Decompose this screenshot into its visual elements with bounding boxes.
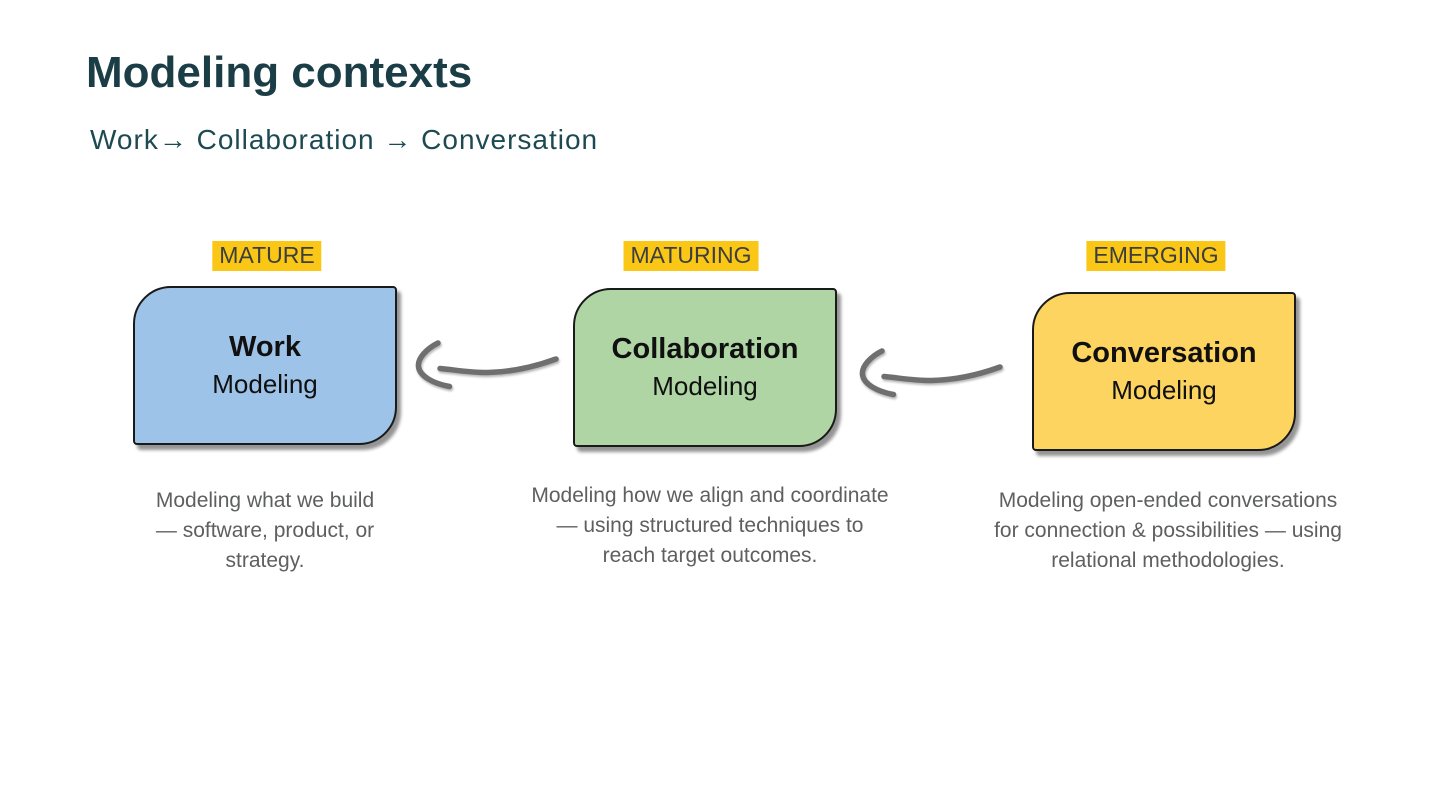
box-subtitle: Modeling <box>652 371 758 402</box>
collaboration-modeling-box: Collaboration Modeling <box>573 288 837 447</box>
maturity-label-emerging: EMERGING <box>1086 241 1226 271</box>
box-subtitle: Modeling <box>1111 375 1217 406</box>
maturity-label-maturing: MATURING <box>623 241 759 271</box>
subtitle-flow: Work→ Collaboration → Conversation <box>90 124 599 155</box>
curved-left-arrow-icon <box>412 339 567 394</box>
page-title: Modeling contexts <box>86 48 473 97</box>
collaboration-description: Modeling how we align and coordinate — u… <box>531 484 889 568</box>
box-title: Conversation <box>1071 337 1257 370</box>
work-modeling-box: Work Modeling <box>133 286 397 445</box>
curved-left-arrow-icon <box>856 347 1011 402</box>
box-title: Work <box>229 331 301 364</box>
work-description: Modeling what we build — software, produ… <box>155 489 375 573</box>
conversation-description: Modeling open-ended conversations for co… <box>994 489 1342 573</box>
conversation-modeling-box: Conversation Modeling <box>1032 292 1296 451</box>
box-subtitle: Modeling <box>212 369 318 400</box>
maturity-label-mature: MATURE <box>212 241 322 271</box>
box-title: Collaboration <box>611 333 799 366</box>
